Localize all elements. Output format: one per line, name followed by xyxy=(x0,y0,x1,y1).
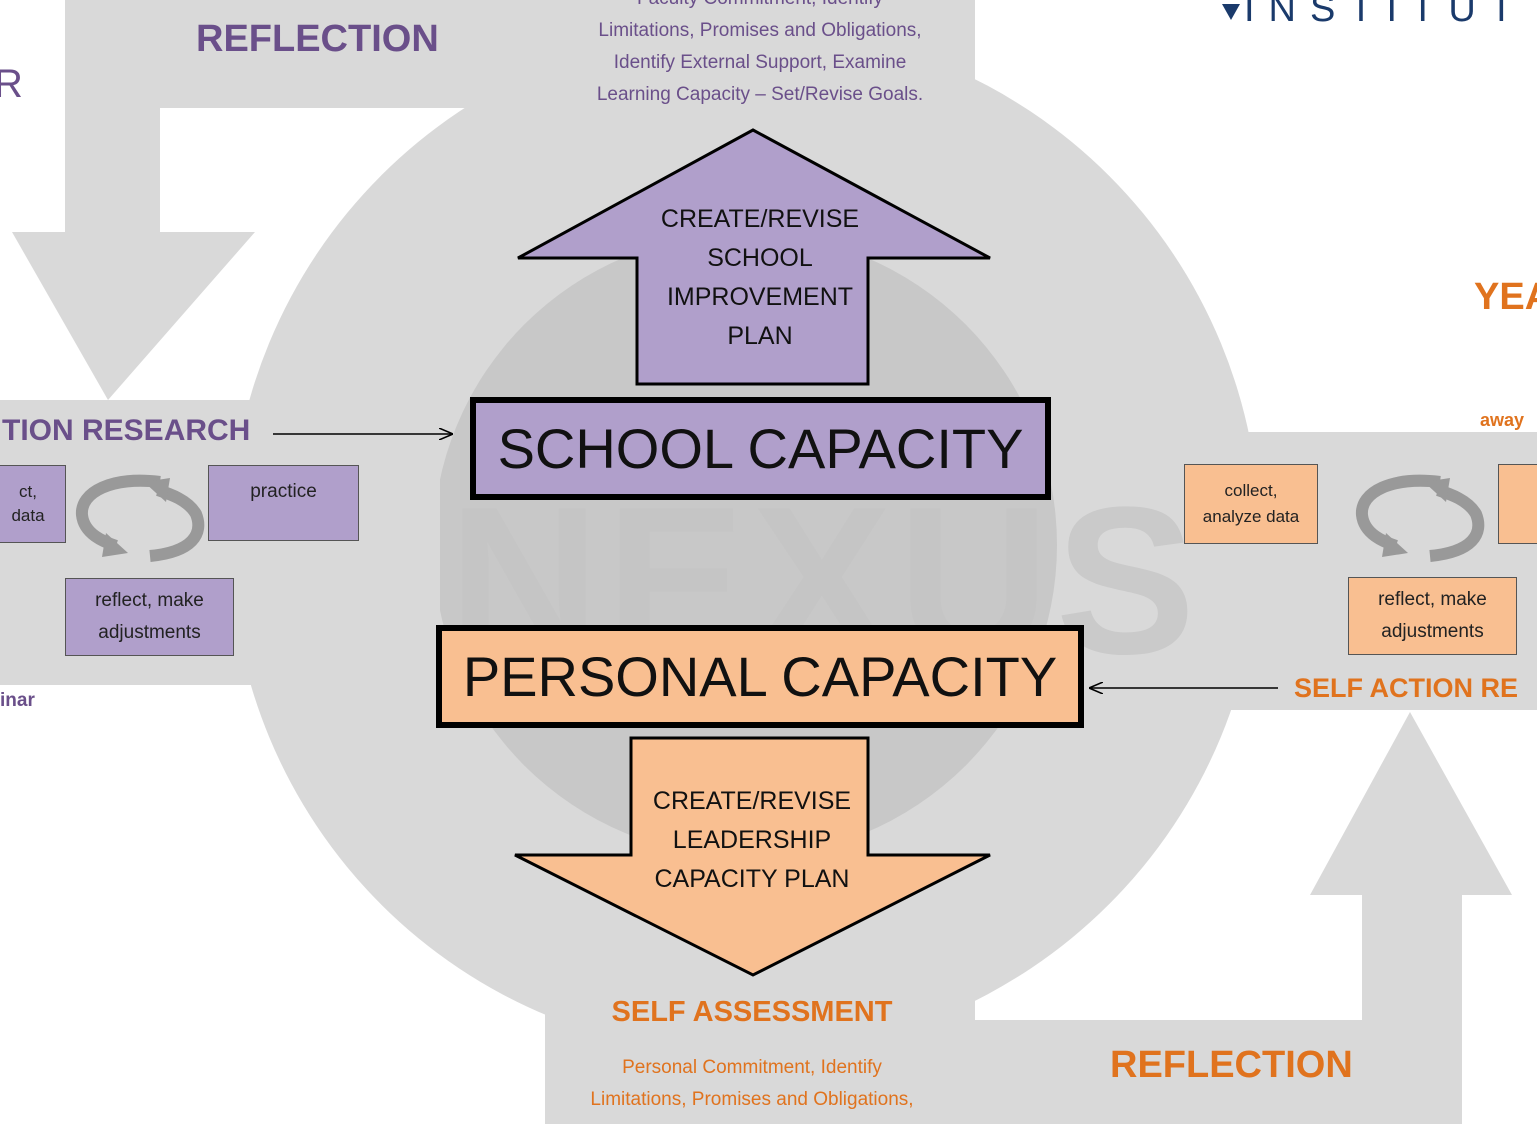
left-partial-letter: R xyxy=(0,62,23,106)
personal-capacity-box: PERSONAL CAPACITY xyxy=(436,625,1084,728)
school-plan-line: CREATE/REVISE xyxy=(660,205,860,233)
left-footer-text: inar xyxy=(0,690,35,711)
right-reflect-line: reflect, make xyxy=(1378,589,1487,610)
left-practice-label: practice xyxy=(250,481,317,502)
left-cycle-icon xyxy=(76,474,205,562)
left-collect-line: ct, xyxy=(19,482,37,501)
school-plan-line: SCHOOL xyxy=(707,244,813,272)
school-plan-line: PLAN xyxy=(727,322,793,350)
right-collect-box: collect, analyze data xyxy=(1184,464,1318,544)
left-action-research-title: TION RESEARCH xyxy=(2,414,251,447)
school-plan-label: CREATE/REVISE SCHOOL IMPROVEMENT PLAN xyxy=(640,200,880,356)
self-assessment-line: Personal Commitment, Identify xyxy=(622,1057,882,1078)
left-reflect-line: adjustments xyxy=(98,622,201,643)
top-description-line: Limitations, Promises and Obligations, xyxy=(598,20,922,41)
leadership-plan-arrow xyxy=(514,736,991,977)
right-practice-box xyxy=(1498,464,1537,544)
top-left-flow-arrow xyxy=(12,0,545,400)
self-assessment-panel xyxy=(545,980,975,1124)
top-description-line: Faculty Commitment, Identify xyxy=(545,0,975,15)
top-description: Faculty Commitment, Identify Limitations… xyxy=(545,0,975,111)
school-capacity-box: SCHOOL CAPACITY xyxy=(470,397,1051,500)
right-year-label: YEA xyxy=(1474,276,1537,318)
bottom-right-flow-arrow xyxy=(975,712,1512,1124)
leadership-plan-line: LEADERSHIP xyxy=(672,826,832,854)
right-collect-line: analyze data xyxy=(1202,507,1300,526)
left-practice-box: practice xyxy=(208,465,359,541)
top-description-panel xyxy=(545,0,975,130)
leadership-plan-line: CREATE/REVISE xyxy=(652,787,852,815)
logo-triangle-icon xyxy=(1222,4,1240,20)
right-reflect-box: reflect, make adjustments xyxy=(1348,577,1517,655)
self-assessment-line: Limitations, Promises and Obligations, xyxy=(590,1089,914,1110)
left-collect-box: ct, data xyxy=(0,465,66,543)
left-collect-line: data xyxy=(11,506,45,525)
school-plan-line: IMPROVEMENT xyxy=(666,283,854,311)
logo-text: INSTITUT xyxy=(1244,0,1527,30)
right-year-subtitle: away xyxy=(1480,410,1525,430)
bottom-reflection-heading: REFLECTION xyxy=(1110,1044,1353,1086)
top-reflection-heading: REFLECTION xyxy=(196,18,439,60)
left-reflect-box: reflect, make adjustments xyxy=(65,578,234,656)
self-assessment-title: SELF ASSESSMENT xyxy=(611,996,893,1028)
right-reflect-line: adjustments xyxy=(1381,621,1484,642)
self-assessment-description: Personal Commitment, Identify Limitation… xyxy=(545,1052,959,1116)
right-collect-line: collect, xyxy=(1224,481,1278,500)
right-self-action-research-title: SELF ACTION RE xyxy=(1294,673,1519,703)
left-reflect-line: reflect, make xyxy=(95,590,204,611)
school-plan-arrow xyxy=(517,128,991,386)
top-description-line: Identify External Support, Examine xyxy=(613,52,907,73)
right-cycle-icon xyxy=(1356,474,1485,562)
leadership-plan-line: CAPACITY PLAN xyxy=(654,865,850,893)
leadership-plan-label: CREATE/REVISE LEADERSHIP CAPACITY PLAN xyxy=(632,782,872,899)
top-description-line: Learning Capacity – Set/Revise Goals. xyxy=(596,84,924,105)
